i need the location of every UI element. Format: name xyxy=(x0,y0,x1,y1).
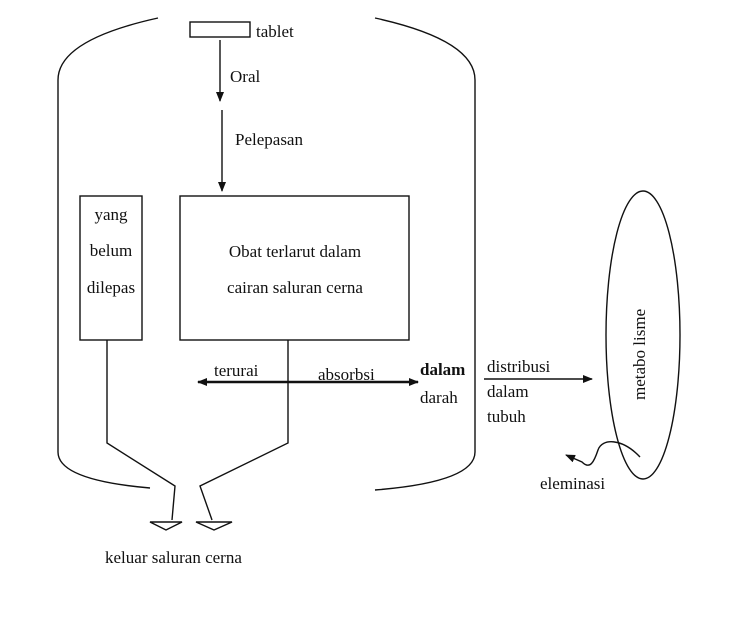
gi-tract-left-wall xyxy=(57,17,159,489)
pelepasan-label: Pelepasan xyxy=(235,130,303,149)
elimination-arrow xyxy=(565,441,641,466)
unreleased-label-3: dilepas xyxy=(87,278,135,297)
terurai-label: terurai xyxy=(214,361,259,380)
exit-arrowhead-left xyxy=(149,521,183,531)
unreleased-label-2: belum xyxy=(90,241,133,260)
exit-arrowhead-right xyxy=(195,521,233,531)
oral-label: Oral xyxy=(230,67,260,86)
unreleased-label-1: yang xyxy=(94,205,128,224)
distribution-label-2: dalam xyxy=(487,382,529,401)
dissolved-exit-line xyxy=(199,340,289,521)
unreleased-exit-line xyxy=(106,340,176,521)
metabolism-ellipse xyxy=(605,190,681,480)
unreleased-box xyxy=(79,195,143,341)
dissolved-drug-box xyxy=(179,195,410,341)
tablet-shape xyxy=(189,21,251,38)
distribution-label-3: tubuh xyxy=(487,407,526,426)
distribution-label-1: distribusi xyxy=(487,357,551,376)
absorbsi-label: absorbsi xyxy=(318,365,375,384)
gi-tract-right-wall xyxy=(374,17,476,491)
exit-label: keluar saluran cerna xyxy=(105,548,242,567)
blood-label-2: darah xyxy=(420,388,458,407)
tablet-label: tablet xyxy=(256,22,294,41)
dissolved-drug-label-2: cairan saluran cerna xyxy=(227,278,363,297)
metabolism-label: metabo lisme xyxy=(630,309,649,400)
dissolved-drug-label-1: Obat terlarut dalam xyxy=(229,242,361,261)
blood-label-1: dalam xyxy=(420,360,465,379)
elimination-label: eleminasi xyxy=(540,474,605,493)
